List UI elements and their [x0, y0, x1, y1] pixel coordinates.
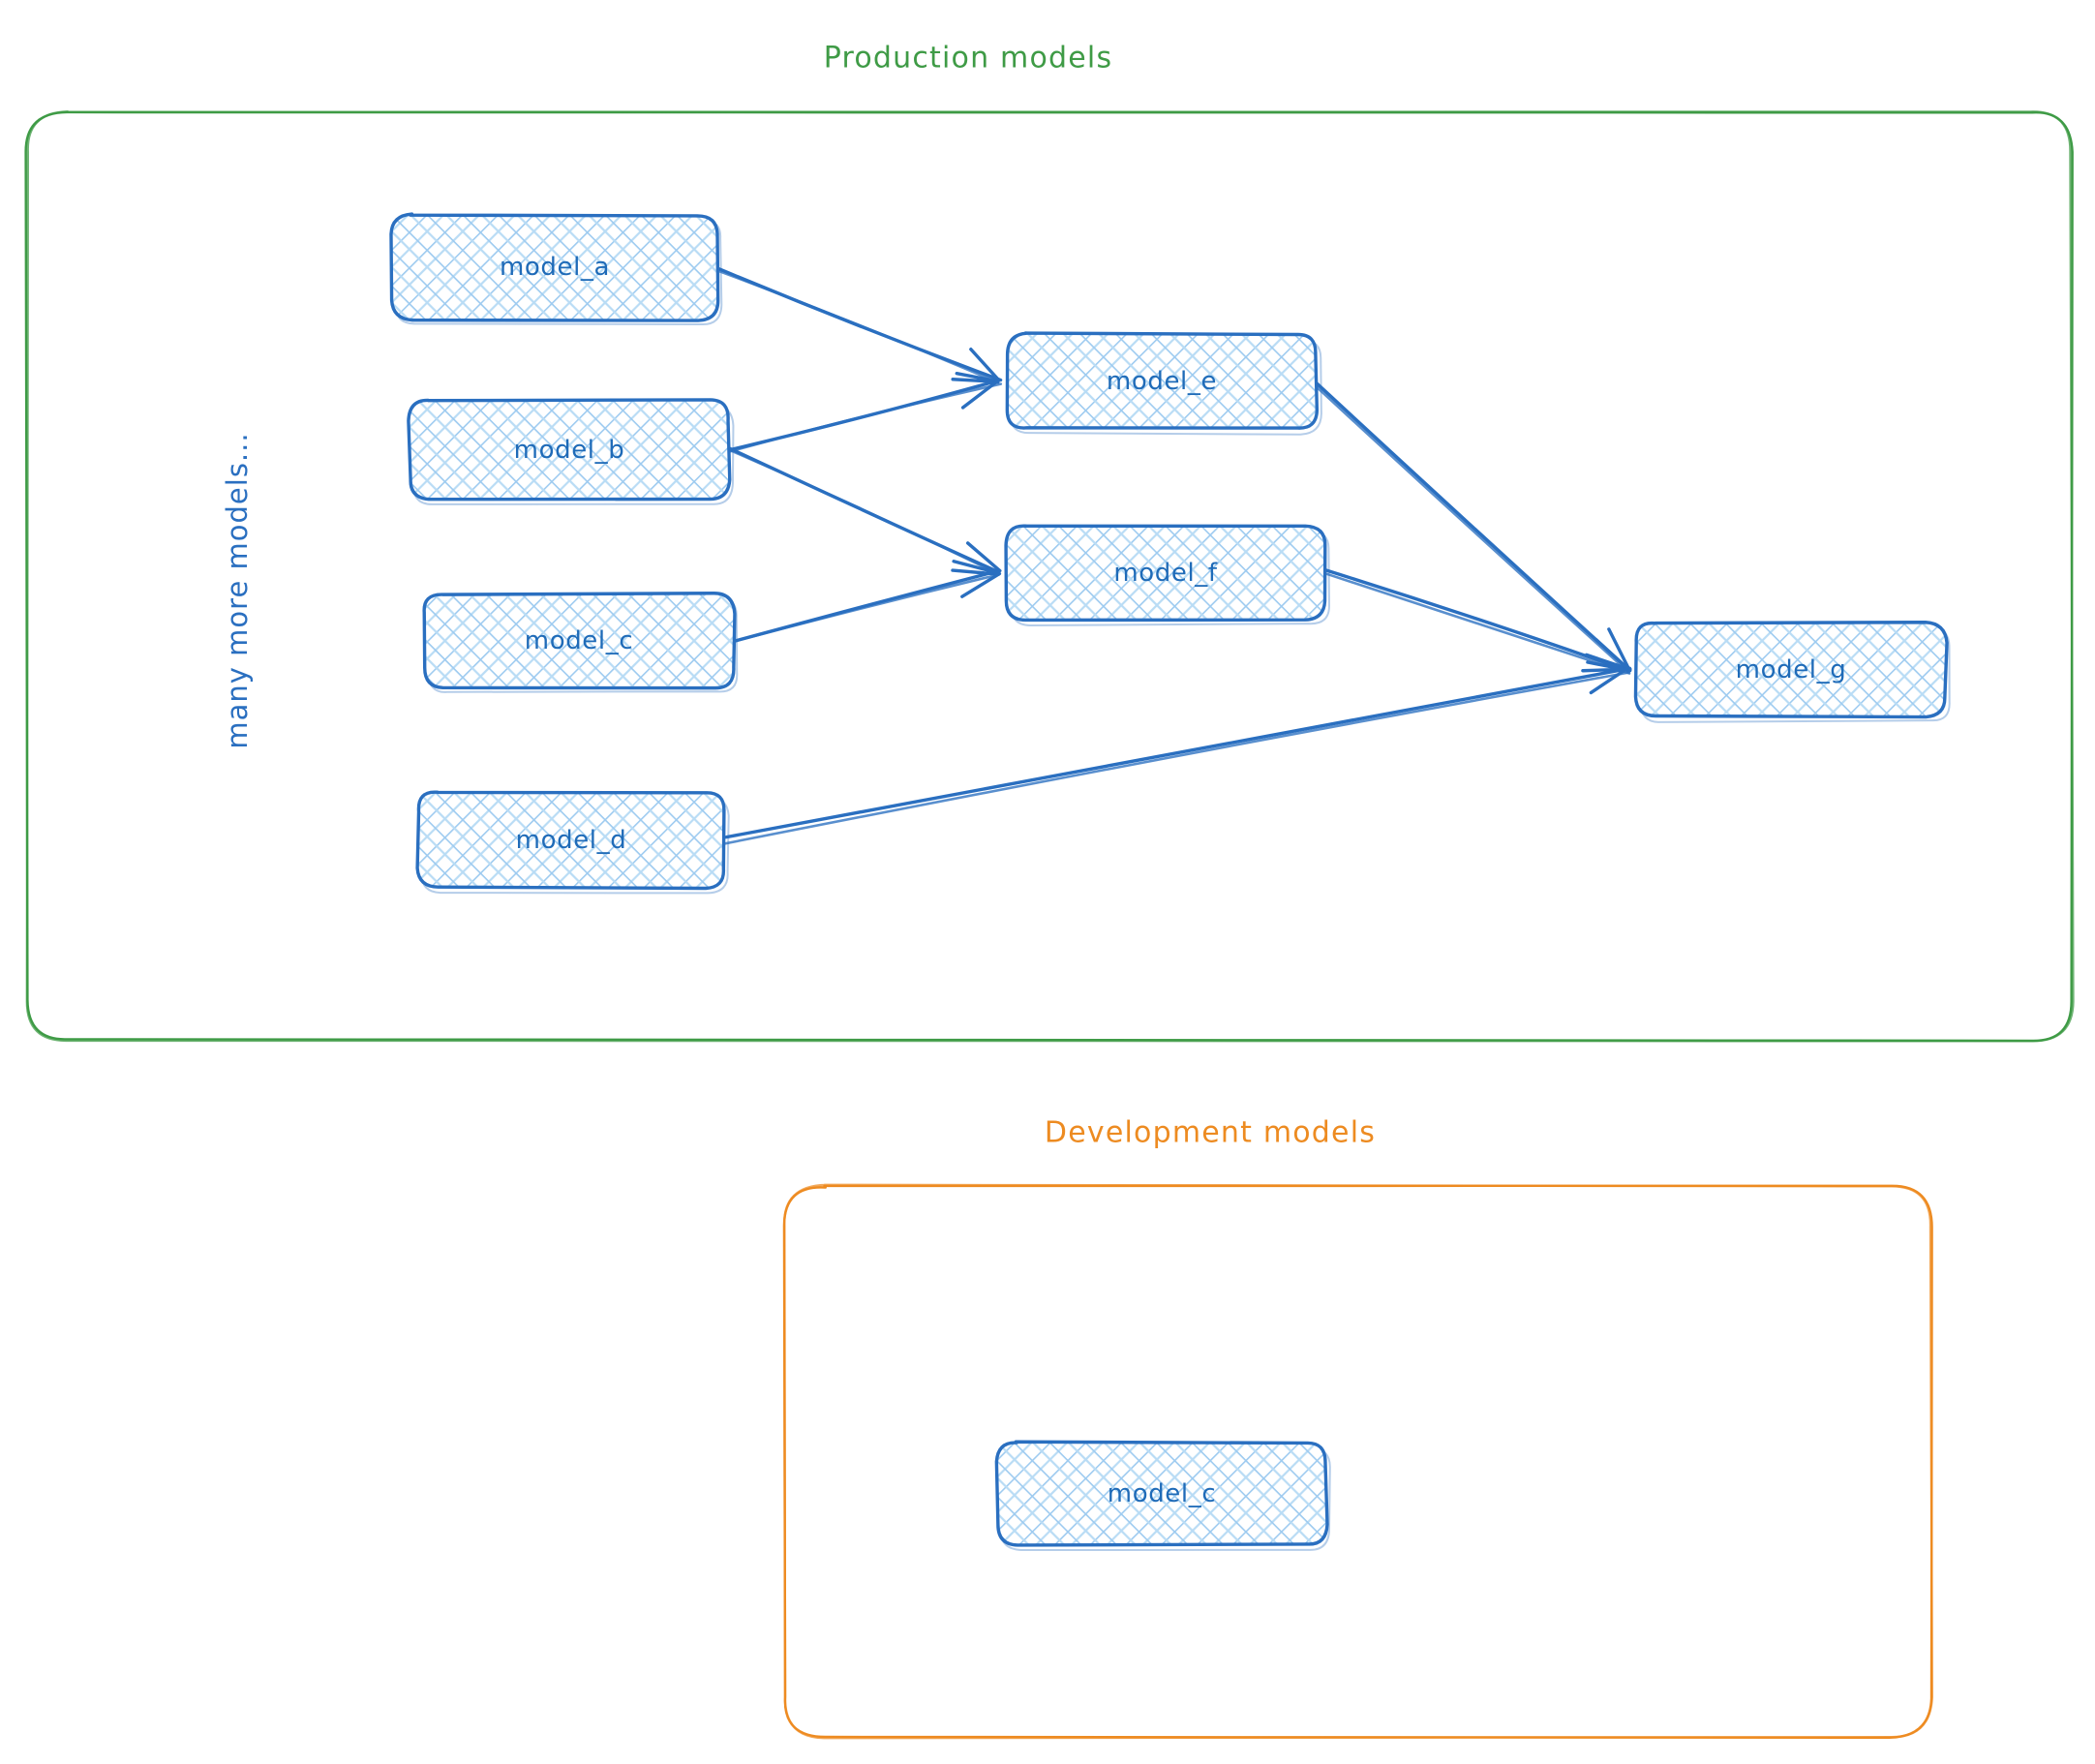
- group-title-development: Development models: [1044, 1115, 1377, 1150]
- node-label-dev_model_c: model_c: [1107, 1478, 1217, 1508]
- node-box-prod_model_f[interactable]: [1004, 524, 1327, 623]
- edge-line: [1315, 385, 1630, 674]
- group-container-development: [783, 1183, 1933, 1740]
- edge-line: [1586, 660, 1632, 673]
- edge-line: [1589, 665, 1630, 695]
- node-box-prod_model_c[interactable]: [422, 592, 737, 690]
- edges-group: [717, 267, 1632, 845]
- node-box-prod_model_a[interactable]: [389, 212, 720, 322]
- edge-line: [732, 573, 999, 643]
- edge-line: [728, 382, 1003, 453]
- edge-line: [1594, 637, 1632, 673]
- group-container-production: [25, 110, 2075, 1043]
- node-box-prod_model_d[interactable]: [415, 790, 726, 891]
- group-title-production: Production models: [823, 41, 1113, 76]
- edge-line: [1323, 572, 1631, 675]
- edge-line: [960, 571, 1002, 598]
- edge-line: [717, 269, 1000, 384]
- node-label-prod_model_c: model_c: [524, 625, 634, 655]
- node-box-prod_model_b[interactable]: [407, 398, 732, 502]
- edge-line: [1607, 627, 1630, 670]
- node-box-dev_model_c[interactable]: [994, 1440, 1329, 1547]
- edge-line: [955, 371, 1000, 383]
- node-label-prod_model_f: model_f: [1113, 558, 1218, 588]
- node-box-prod_model_e[interactable]: [1005, 331, 1320, 430]
- edge-line: [721, 671, 1629, 845]
- node-label-prod_model_e: model_e: [1106, 367, 1218, 396]
- node-label-prod_model_b: model_b: [513, 435, 625, 465]
- edge-line: [1314, 380, 1631, 672]
- many-more-models-note: many more models...: [221, 432, 254, 749]
- node-label-prod_model_g: model_g: [1735, 654, 1847, 684]
- edge-line: [969, 348, 1001, 382]
- group-container-development: [782, 1184, 1933, 1739]
- group-containers: [24, 110, 2075, 1740]
- node-label-prod_model_d: model_d: [515, 825, 627, 855]
- node-label-prod_model_a: model_a: [499, 253, 611, 282]
- node-box-prod_model_g[interactable]: [1633, 621, 1949, 719]
- edge-line: [1323, 568, 1629, 673]
- edge-line: [729, 449, 1001, 576]
- edge-line: [960, 379, 1001, 410]
- edge-line: [724, 666, 1632, 839]
- edge-line: [952, 560, 1001, 575]
- nodes-group: [389, 212, 1951, 1551]
- edge-line: [965, 541, 1002, 573]
